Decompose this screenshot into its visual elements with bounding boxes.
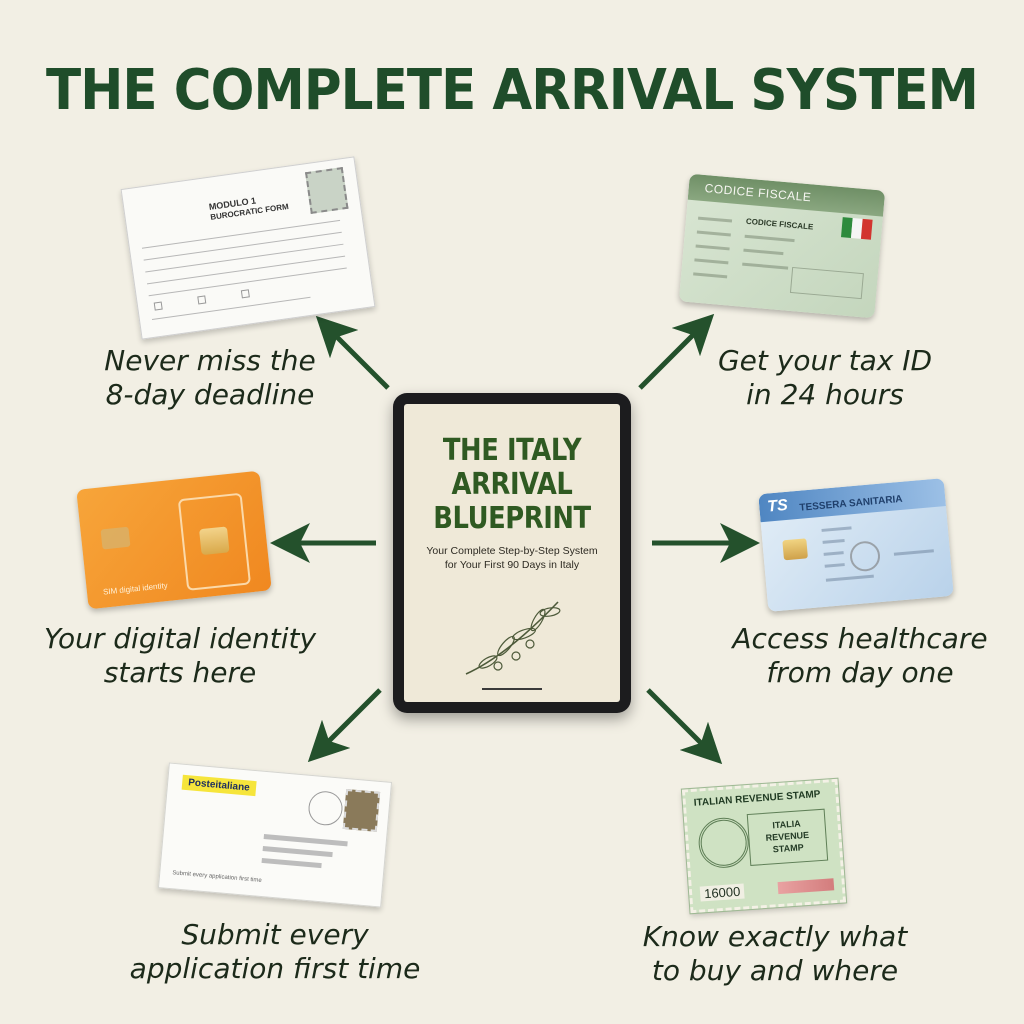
- caption-digital-identity: Your digital identity starts here: [43, 622, 317, 689]
- caption-tax-id: Get your tax ID in 24 hours: [717, 344, 933, 411]
- italy-flag-icon: [840, 217, 873, 240]
- ebook-title: THE ITALY ARRIVAL BLUEPRINT: [433, 433, 591, 536]
- caption-buy: Know exactly what to buy and where: [642, 920, 908, 987]
- form-stamp-icon: [305, 167, 349, 214]
- postmark-icon: [307, 789, 344, 827]
- envelope-footer: Submit every application first time: [172, 870, 262, 884]
- caption-submit: Submit every application first time: [129, 918, 421, 985]
- revenue-stamp-inner: ITALIA REVENUE STAMP: [746, 808, 829, 867]
- caption-deadline: Never miss the 8-day deadline: [104, 344, 316, 411]
- sim-label: SIM digital identity: [102, 580, 169, 597]
- revenue-stamp-image: ITALIAN REVENUE STAMP ITALIA REVENUE STA…: [680, 777, 848, 915]
- poste-italiane-logo: Posteitaliane: [181, 774, 257, 797]
- health-card-logo: TS: [766, 496, 789, 516]
- tax-id-card-image: CODICE FISCALE CODICE FISCALE: [678, 173, 886, 319]
- arrow-to-envelope: [307, 688, 382, 763]
- seal-icon: [848, 540, 882, 573]
- ebook-subtitle: Your Complete Step-by-Step System for Yo…: [426, 545, 598, 571]
- arrow-to-stamp: [646, 688, 723, 765]
- emblem-icon: [696, 816, 751, 870]
- page-title: THE COMPLETE ARRIVAL SYSTEM: [45, 58, 979, 123]
- health-card-image: TS TESSERA SANITARIA: [758, 478, 954, 612]
- revenue-stamp-value: 16000: [699, 883, 745, 902]
- registration-form-image: MODULO 1 BUROCRATIC FORM: [120, 156, 376, 340]
- ebook-tablet: THE ITALY ARRIVAL BLUEPRINT Your Complet…: [393, 393, 631, 713]
- olive-branch-icon: [465, 601, 561, 675]
- ebook-cover: THE ITALY ARRIVAL BLUEPRINT Your Complet…: [404, 404, 620, 702]
- arrow-to-tax-card: [638, 313, 715, 390]
- health-chip-icon: [782, 538, 808, 561]
- sim-chip-icon: [199, 526, 230, 556]
- envelope-image: Posteitaliane Submit every application f…: [157, 762, 393, 908]
- sim-card-image: SIM digital identity: [76, 470, 272, 610]
- postage-stamp-icon: [342, 789, 381, 832]
- sim-chip-icon: [100, 526, 131, 550]
- arrow-to-form: [315, 315, 390, 390]
- tax-card-label: CODICE FISCALE: [745, 216, 814, 232]
- caption-healthcare: Access healthcare from day one: [732, 622, 988, 689]
- revenue-stamp-title: ITALIAN REVENUE STAMP: [693, 788, 821, 809]
